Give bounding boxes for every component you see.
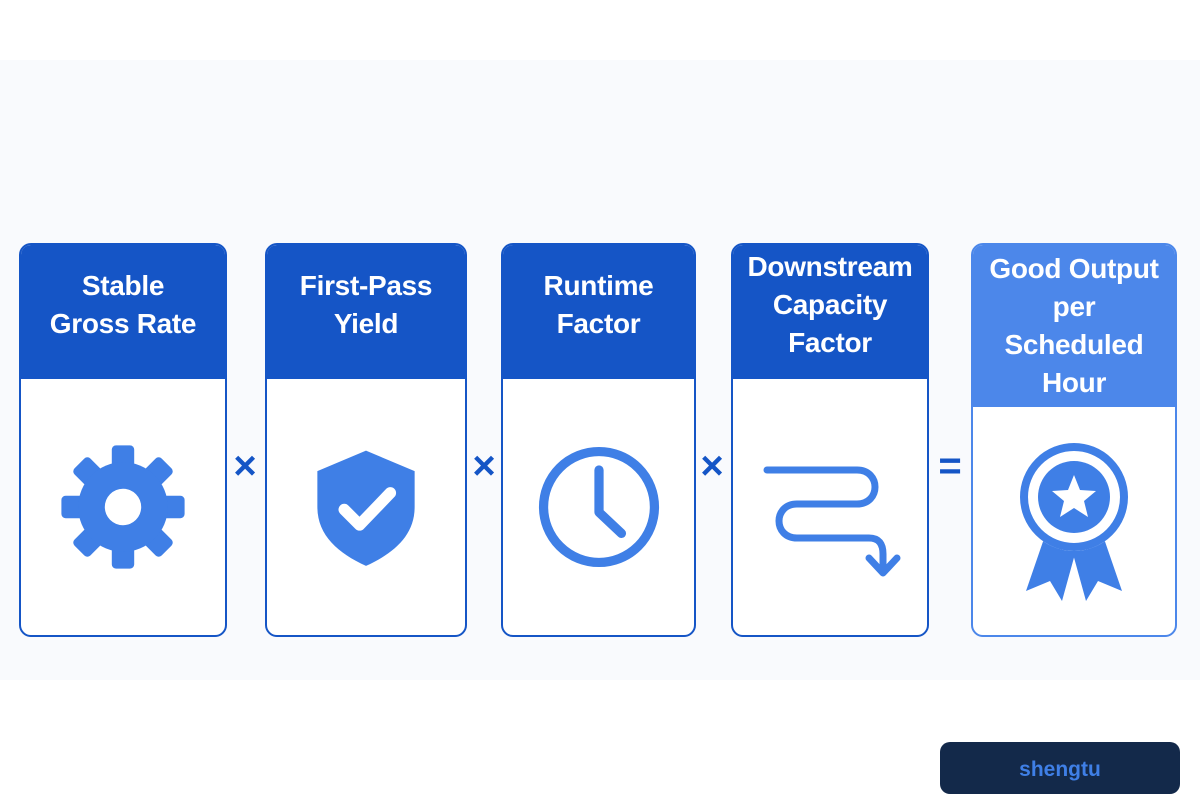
factor-card-runtime-factor: Runtime Factor	[501, 243, 696, 637]
factor-icon-area	[503, 379, 694, 635]
factor-header: Runtime Factor	[503, 245, 694, 379]
factor-card-first-pass-yield: First-Pass Yield	[265, 243, 467, 637]
factor-icon-area	[733, 379, 927, 635]
factor-card-downstream-capacity-factor: Downstream Capacity Factor	[731, 243, 929, 637]
watermark-badge: shengtu	[940, 742, 1180, 794]
result-title: Good Output per Scheduled Hour	[989, 253, 1159, 398]
gear-icon	[61, 445, 185, 569]
factor-title: First-Pass Yield	[299, 270, 433, 339]
multiply-operator: ×	[233, 444, 257, 488]
factor-header: Stable Gross Rate	[21, 245, 225, 379]
winding-arrow-icon	[763, 466, 901, 577]
result-icon-area	[973, 407, 1175, 635]
result-header: Good Output per Scheduled Hour	[973, 245, 1175, 407]
factor-title: Stable Gross Rate	[49, 270, 197, 339]
factor-icon-area	[267, 379, 465, 635]
result-card-good-output: Good Output per Scheduled Hour	[971, 243, 1177, 637]
clock-icon	[538, 446, 659, 568]
brand-logo: shengtu	[1019, 758, 1101, 781]
factor-card-stable-gross-rate: Stable Gross Rate	[19, 243, 227, 637]
multiply-operator: ×	[472, 444, 496, 488]
factor-header: Downstream Capacity Factor	[733, 245, 927, 379]
shield-check-icon	[317, 450, 415, 566]
award-medal-icon	[1020, 443, 1128, 601]
factor-icon-area	[21, 379, 225, 635]
factor-title: Downstream Capacity Factor	[747, 251, 913, 358]
factor-title: Runtime Factor	[543, 270, 654, 339]
factor-header: First-Pass Yield	[267, 245, 465, 379]
equals-operator: =	[938, 444, 962, 488]
multiply-operator: ×	[700, 444, 724, 488]
svg-text:shengtu: shengtu	[1019, 758, 1101, 781]
